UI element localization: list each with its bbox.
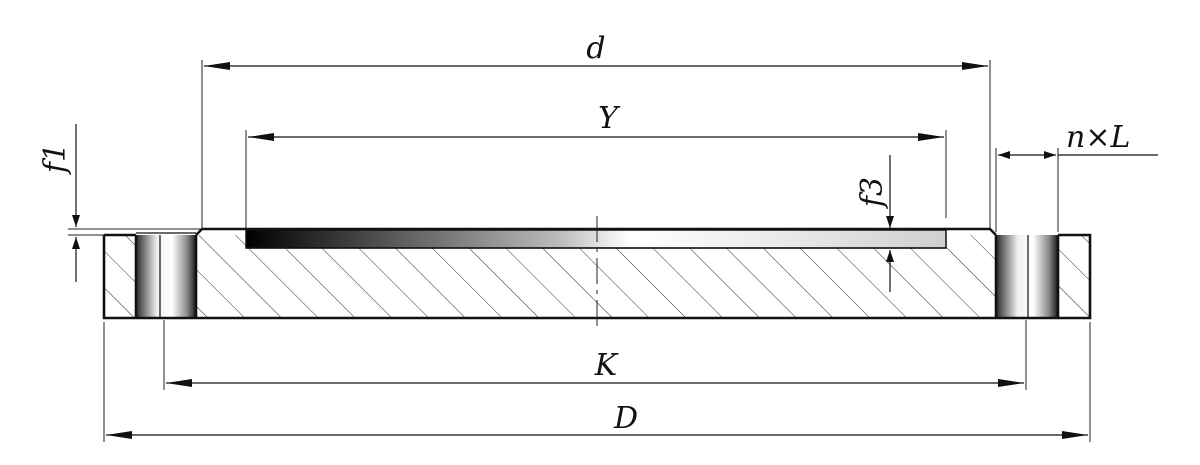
dimension-D: D bbox=[103, 322, 1091, 442]
bolt-hole-right bbox=[996, 235, 1058, 318]
dimension-label-D: D bbox=[613, 401, 638, 436]
dimension-Y: Y bbox=[245, 101, 947, 228]
flange-body bbox=[102, 227, 1092, 320]
raised-face-recess bbox=[245, 229, 947, 249]
dimension-label-f3: f3 bbox=[855, 177, 890, 209]
dimension-label-nL: n×L bbox=[1066, 120, 1130, 155]
dimension-label-d: d bbox=[586, 31, 605, 66]
dimension-label-K: K bbox=[594, 348, 619, 383]
section-hatch-center bbox=[196, 235, 996, 318]
dimension-label-f1: f1 bbox=[38, 143, 73, 175]
dimension-n-times-L: n×L bbox=[995, 120, 1158, 232]
dimension-d: d bbox=[201, 31, 991, 228]
dimension-K: K bbox=[163, 320, 1027, 390]
dimension-label-Y: Y bbox=[598, 101, 621, 136]
section-hatch-right bbox=[1058, 235, 1090, 318]
section-hatch-left bbox=[104, 235, 136, 318]
dimension-f1: f1 bbox=[38, 124, 202, 282]
bolt-hole-left bbox=[136, 235, 196, 318]
dimension-f3: f3 bbox=[855, 155, 894, 292]
